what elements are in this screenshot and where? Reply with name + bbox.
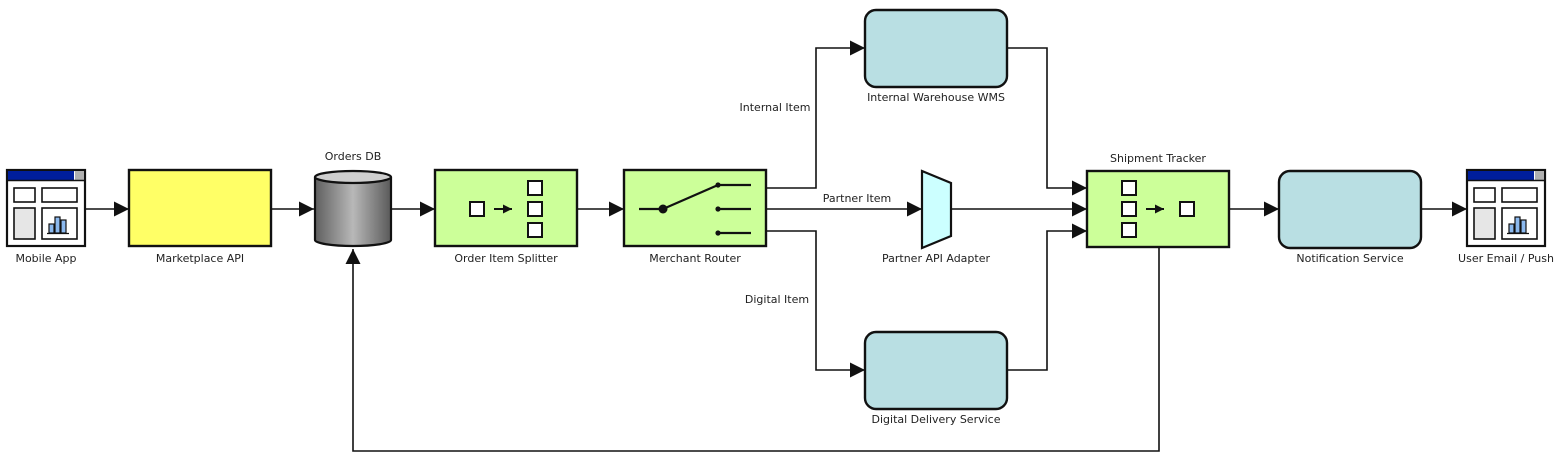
node-label: Notification Service xyxy=(1296,252,1403,265)
node-label: Order Item Splitter xyxy=(454,252,558,265)
node-label: Internal Warehouse WMS xyxy=(867,91,1005,104)
endpoint-box xyxy=(127,168,273,248)
node-mobile-app[interactable]: Mobile App xyxy=(5,168,87,265)
node-label: Merchant Router xyxy=(649,252,741,265)
edge-tracker-feedback-to-db xyxy=(345,248,1160,452)
application-window-icon xyxy=(5,168,87,248)
node-label: User Email / Push xyxy=(1458,252,1554,265)
node-marketplace-api[interactable]: Marketplace API xyxy=(127,168,273,265)
splitter-icon xyxy=(469,180,543,238)
edge-label-digital-item: Digital Item xyxy=(745,293,809,306)
service-box xyxy=(863,330,1009,411)
node-order-item-splitter[interactable]: Order Item Splitter xyxy=(433,168,579,265)
node-label: Mobile App xyxy=(15,252,76,265)
application-window-icon xyxy=(1465,168,1547,248)
node-orders-db[interactable]: Orders DB xyxy=(313,150,393,248)
channel-adapter-trapezoid-icon xyxy=(920,169,953,250)
service-box xyxy=(1277,169,1423,250)
node-merchant-router[interactable]: Merchant Router xyxy=(622,168,768,265)
router-switch-icon xyxy=(639,182,751,236)
edge-label-partner-item: Partner Item xyxy=(823,192,892,205)
edges xyxy=(86,40,1467,452)
node-digital-delivery-service[interactable]: Digital Delivery Service xyxy=(863,330,1009,426)
node-label: Digital Delivery Service xyxy=(872,413,1001,426)
aggregator-icon xyxy=(1121,180,1195,238)
edge-digital-to-tracker xyxy=(1008,223,1087,371)
service-box xyxy=(863,8,1009,89)
node-notification-service[interactable]: Notification Service xyxy=(1277,169,1423,265)
node-label: Marketplace API xyxy=(156,252,244,265)
node-label: Orders DB xyxy=(325,150,382,163)
edge-router-to-digital xyxy=(767,230,865,378)
node-internal-warehouse-wms[interactable]: Internal Warehouse WMS xyxy=(863,8,1009,104)
node-shipment-tracker[interactable]: Shipment Tracker xyxy=(1085,152,1231,249)
node-label: Partner API Adapter xyxy=(882,252,990,265)
edge-router-to-wms xyxy=(767,40,865,189)
edge-label-internal-item: Internal Item xyxy=(740,101,811,114)
node-label: Shipment Tracker xyxy=(1110,152,1206,165)
edge-wms-to-tracker xyxy=(1008,47,1087,196)
database-cylinder-icon xyxy=(313,169,393,248)
node-partner-api-adapter[interactable]: Partner API Adapter xyxy=(882,169,990,265)
node-user-email-push[interactable]: User Email / Push xyxy=(1458,168,1554,265)
